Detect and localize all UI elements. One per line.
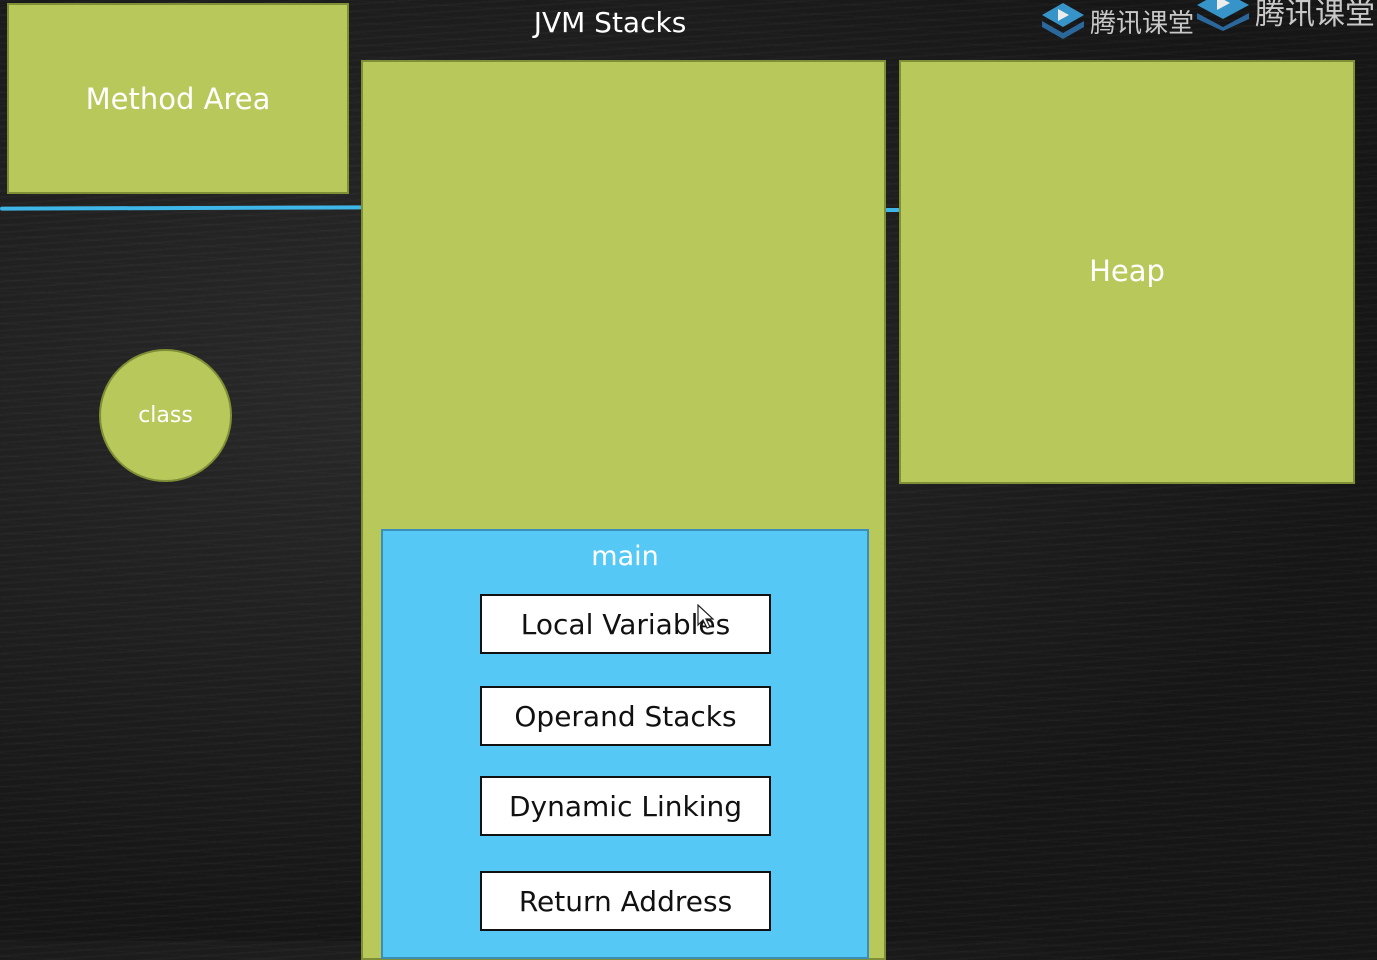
divider-line-left (0, 205, 363, 211)
dynamic-linking-box: Dynamic Linking (480, 776, 771, 836)
stack-frame-title: main (591, 541, 659, 572)
local-variables-box: Local Variables (480, 594, 771, 654)
method-area-label: Method Area (85, 81, 271, 116)
class-label: class (138, 403, 193, 428)
return-address-box: Return Address (480, 871, 771, 931)
class-node: class (99, 349, 232, 482)
divider-line-right (885, 208, 900, 212)
stack-frame-main: main Local Variables Operand Stacks Dyna… (381, 529, 869, 959)
jvm-stacks-title: JVM Stacks (533, 6, 687, 39)
play-logo-icon (1040, 1, 1086, 41)
method-area-box: Method Area (7, 3, 349, 194)
play-logo-icon (1195, 0, 1251, 31)
watermark-primary: 腾讯课堂 (1040, 0, 1194, 42)
watermark-text: 腾讯课堂 (1090, 8, 1195, 39)
operand-stacks-box: Operand Stacks (480, 686, 771, 746)
heap-box: Heap (899, 60, 1355, 484)
watermark-secondary: 腾讯课堂 (1195, 0, 1375, 32)
mouse-cursor-icon (697, 603, 715, 634)
heap-label: Heap (1089, 254, 1165, 288)
watermark-text: 腾讯课堂 (1255, 0, 1375, 32)
